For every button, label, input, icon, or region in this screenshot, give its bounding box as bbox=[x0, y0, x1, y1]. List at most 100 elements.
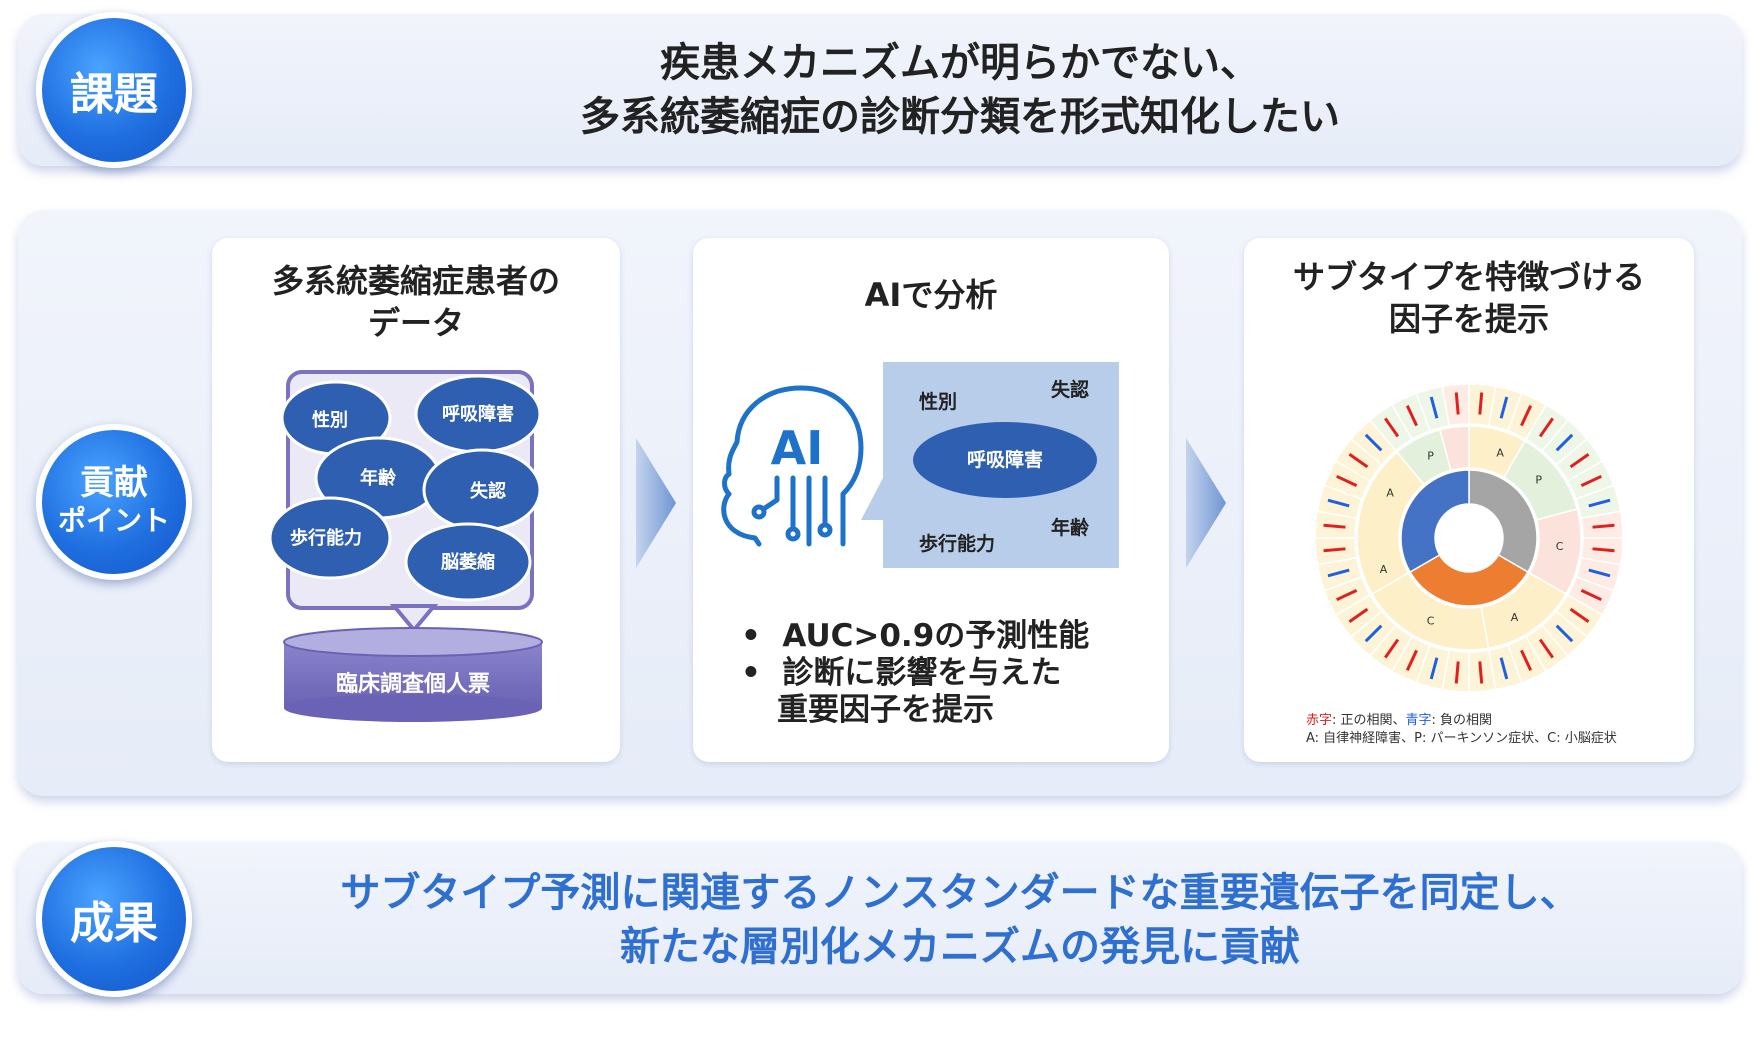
sunburst-group-letter: A bbox=[1496, 446, 1504, 459]
sunburst-factor-mark bbox=[1588, 568, 1611, 578]
sunburst-group-letter: C bbox=[1427, 614, 1435, 627]
sunburst-factor-mark bbox=[1454, 392, 1460, 415]
result-band bbox=[18, 842, 1742, 994]
sunburst-factor-mark bbox=[1478, 392, 1484, 415]
ai-card-title: AIで分析 bbox=[864, 276, 998, 314]
ai-panel-age: 年齢 bbox=[1051, 516, 1090, 539]
data-card-title-line2: データ bbox=[367, 304, 464, 342]
result-text: サブタイプ予測に関連するノンスタンダードな重要遺伝子を同定し、 新たな層別化メカ… bbox=[200, 866, 1720, 974]
db-cylinder-top bbox=[283, 627, 543, 657]
bubble-label-respiratory: 呼吸障害 bbox=[442, 403, 514, 425]
factor-card: サブタイプを特徴づける 因子を提示 A P C A C A A P 赤字: 正の相関、青字: … bbox=[1244, 238, 1694, 762]
ai-illustration: AI 性別 失認 歩行能力 年齢 呼吸障害 bbox=[721, 362, 1119, 568]
sunburst-factor-mark bbox=[1555, 433, 1574, 452]
issue-line-2: 多系統萎縮症の診断分類を形式知化したい bbox=[580, 94, 1340, 140]
sunburst-group-letter: P bbox=[1535, 474, 1542, 487]
sunburst-mid-7 bbox=[1439, 425, 1470, 472]
sunburst-factor-mark bbox=[1327, 498, 1350, 508]
bubble-label-atrophy: 脳萎縮 bbox=[441, 551, 495, 573]
data-card-title-line1: 多系統萎縮症患者の bbox=[271, 262, 560, 300]
sunburst-group-letter: C bbox=[1556, 540, 1564, 553]
sunburst-factor-mark bbox=[1580, 474, 1602, 487]
ai-card: AIで分析 AI 性別 失認 歩行能力 年齢 呼吸障害 • AUC>0.9の予測… bbox=[693, 238, 1169, 762]
sunburst-inner-gray bbox=[1468, 469, 1538, 574]
ai-panel-gait: 歩行能力 bbox=[919, 532, 995, 555]
sunburst-factor-mark bbox=[1478, 661, 1484, 684]
sunburst-group-letter: A bbox=[1511, 611, 1519, 624]
contribution-badge-line2: ポイント bbox=[57, 504, 170, 537]
bubble-label-age: 年齢 bbox=[360, 467, 397, 489]
ai-key-ellipse bbox=[913, 422, 1097, 498]
legend-red-label: 赤字 bbox=[1306, 713, 1333, 728]
data-illustration: 性別 呼吸障害 年齢 失認 歩行能力 脳萎縮 臨床調査個人票 bbox=[268, 370, 543, 722]
bubble-label-agnosia: 失認 bbox=[470, 480, 506, 502]
result-badge-label: 成果 bbox=[70, 898, 158, 949]
sunburst-factor-mark bbox=[1348, 607, 1369, 623]
sunburst-factor-mark bbox=[1520, 405, 1533, 427]
sunburst-group-letter: P bbox=[1427, 450, 1434, 463]
factor-card-title-line1: サブタイプを特徴づける bbox=[1292, 258, 1645, 296]
sunburst-factor-mark bbox=[1499, 657, 1509, 680]
db-cylinder-bottom bbox=[284, 694, 542, 722]
sunburst-factor-mark bbox=[1405, 405, 1418, 427]
ai-head-label: AI bbox=[771, 421, 824, 475]
sunburst-center bbox=[1437, 506, 1501, 570]
sunburst-chart: A P C A C A A P bbox=[1314, 383, 1624, 693]
sunburst-factor-mark bbox=[1555, 624, 1574, 643]
sunburst-factor-mark bbox=[1569, 453, 1590, 469]
data-card-title: 多系統萎縮症患者の データ bbox=[212, 260, 620, 344]
contribution-badge-line1: 貢献 bbox=[79, 463, 148, 503]
sunburst-factor-mark bbox=[1520, 649, 1533, 671]
sunburst-factor-mark bbox=[1499, 396, 1509, 419]
ai-panel-agnosia: 失認 bbox=[1051, 378, 1089, 401]
ai-panel-key: 呼吸障害 bbox=[967, 448, 1043, 471]
sunburst-inner-orange bbox=[1409, 553, 1529, 607]
sunburst-factor-mark bbox=[1588, 498, 1611, 508]
ai-bullet-2-cont: 重要因子を提示 bbox=[777, 692, 994, 728]
data-card: 多系統萎縮症患者の データ 性別 呼吸障害 年齢 失認 歩行能力 脳萎縮 bbox=[212, 238, 620, 762]
sunburst-group-letter: A bbox=[1386, 487, 1394, 500]
sunburst-outer-35 bbox=[1441, 383, 1470, 427]
legend-red-desc: : 正の相関、 bbox=[1332, 713, 1406, 728]
issue-badge-label: 課題 bbox=[70, 69, 158, 120]
sunburst-factor-mark bbox=[1327, 568, 1350, 578]
ai-bullet-1: • AUC>0.9の予測性能 bbox=[741, 618, 1090, 654]
issue-band bbox=[18, 14, 1742, 166]
sunburst-group-letter: A bbox=[1380, 563, 1388, 576]
result-badge: 成果 bbox=[36, 841, 192, 997]
factor-card-title: サブタイプを特徴づける 因子を提示 bbox=[1244, 256, 1694, 340]
sunburst-factor-mark bbox=[1569, 607, 1590, 623]
sunburst-factor-mark bbox=[1405, 649, 1418, 671]
sunburst-factor-mark bbox=[1364, 624, 1383, 643]
sunburst-factor-mark bbox=[1384, 417, 1400, 438]
sunburst-factor-mark bbox=[1580, 589, 1602, 602]
sunburst-factor-mark bbox=[1348, 453, 1369, 469]
factor-legend-line1: 赤字: 正の相関、青字: 負の相関 bbox=[1306, 712, 1617, 730]
container-pointer bbox=[389, 604, 439, 634]
sunburst-inner-blue bbox=[1400, 469, 1470, 574]
factor-legend: 赤字: 正の相関、青字: 負の相関 A: 自律神経障害、P: パーキンソン症状、… bbox=[1306, 712, 1617, 748]
sunburst-factor-mark bbox=[1592, 523, 1615, 529]
sunburst-factor-mark bbox=[1336, 474, 1358, 487]
sunburst-factor-mark bbox=[1364, 433, 1383, 452]
sunburst-factor-mark bbox=[1538, 638, 1554, 659]
contribution-badge: 貢献 ポイント bbox=[36, 424, 192, 580]
sunburst-factor-mark bbox=[1323, 547, 1346, 553]
result-line-1: サブタイプ予測に関連するノンスタンダードな重要遺伝子を同定し、 bbox=[340, 870, 1580, 916]
bubble-label-sex: 性別 bbox=[312, 409, 348, 431]
ai-head-icon bbox=[721, 385, 864, 547]
legend-blue-label: 青字 bbox=[1405, 713, 1432, 728]
bubble-label-gait: 歩行能力 bbox=[290, 527, 362, 549]
db-label: 臨床調査個人票 bbox=[336, 671, 490, 697]
sunburst-factor-mark bbox=[1454, 661, 1460, 684]
issue-badge: 課題 bbox=[36, 12, 192, 168]
result-line-2: 新たな層別化メカニズムの発見に貢献 bbox=[620, 924, 1300, 970]
sunburst-factor-mark bbox=[1429, 657, 1439, 680]
bubble-gait bbox=[268, 496, 392, 580]
legend-blue-desc: : 負の相関 bbox=[1431, 713, 1493, 728]
bubble-atrophy bbox=[404, 522, 532, 602]
arrow-right-2 bbox=[1186, 438, 1226, 568]
sunburst-factor-mark bbox=[1323, 523, 1346, 529]
issue-text: 疾患メカニズムが明らかでない、 多系統萎縮症の診断分類を形式知化したい bbox=[200, 36, 1720, 144]
ai-bullets: • AUC>0.9の予測性能 • 診断に影響を与えた 重要因子を提示 bbox=[741, 618, 1089, 729]
